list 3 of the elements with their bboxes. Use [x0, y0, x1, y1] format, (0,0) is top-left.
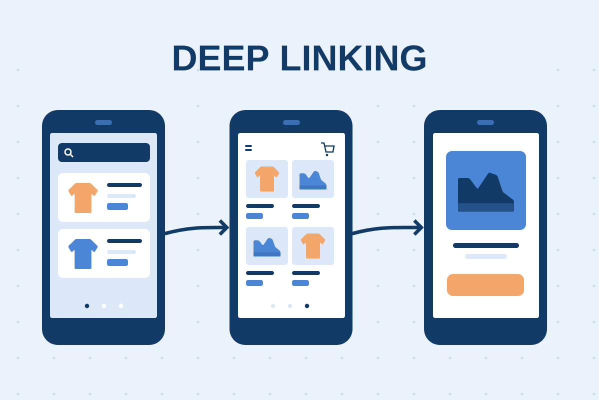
- arrow: [350, 219, 424, 236]
- title: DEEP LINKING: [174, 45, 426, 71]
- arrow: [163, 219, 230, 236]
